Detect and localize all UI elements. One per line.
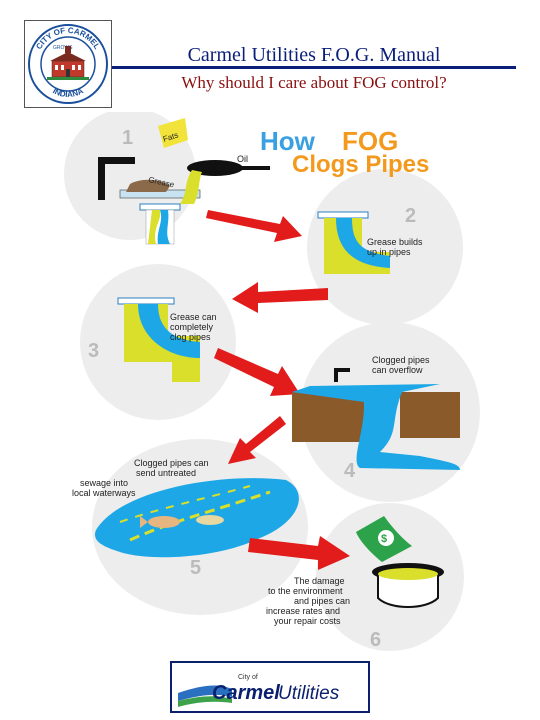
step3-number: 3 — [88, 340, 99, 362]
overflow-water — [292, 384, 460, 470]
logo-prefix: City of — [238, 674, 258, 681]
arrow-1-to-2 — [206, 210, 302, 242]
waterway — [95, 478, 299, 558]
logo-name-bold: Carmel — [212, 682, 280, 704]
step3-pipe-cap — [117, 297, 175, 305]
step2-number: 2 — [405, 205, 416, 227]
document-subtitle: Why should I care about FOG control? — [181, 73, 447, 92]
step4-wall-left — [292, 392, 364, 442]
step5-caption-line1: Clogged pipes can — [134, 458, 209, 468]
seal-bottom-text: INDIANA — [51, 86, 85, 99]
fats-block-icon — [158, 118, 188, 148]
step4-wall-right — [400, 392, 460, 438]
step3-caption-line1: Grease can — [170, 312, 217, 322]
city-seal: CITY OF CARMEL INDIANA GROWS — [24, 20, 112, 108]
title-divider — [112, 66, 516, 69]
step2-pipe-cap — [317, 211, 369, 219]
infographic-title-line2: Clogs Pipes — [292, 151, 429, 178]
step3-caption-line2: completely — [170, 322, 214, 332]
step1-number: 1 — [122, 127, 133, 149]
step5-caption-line3: sewage into — [80, 478, 128, 488]
step6-caption-line5: your repair costs — [274, 616, 341, 626]
step2-disc — [307, 169, 463, 325]
arrow-4-to-5 — [228, 416, 286, 464]
step5-number: 5 — [190, 557, 201, 579]
svg-text:$: $ — [381, 533, 387, 545]
step2-caption-line1: Grease builds — [367, 237, 423, 247]
grease-blob-icon — [126, 179, 170, 192]
step4-caption-line2: can overflow — [372, 365, 423, 375]
carmel-utilities-logo: City of Carmel Utilities — [170, 661, 370, 713]
step4-caption-line1: Clogged pipes — [372, 355, 430, 365]
seal-side-text: GROWS — [53, 45, 73, 51]
infographic-title-prefix: How — [260, 126, 316, 156]
logo-name-rest: Utilities — [278, 683, 340, 704]
svg-text:INDIANA: INDIANA — [51, 86, 85, 99]
fish-icon — [148, 516, 180, 528]
step6-caption-line1: The damage — [294, 576, 345, 586]
step2-caption-line2: up in pipes — [367, 247, 411, 257]
overflow-faucet-icon — [334, 368, 350, 382]
step1-label-oil: Oil — [237, 154, 248, 164]
step4-number: 4 — [344, 460, 356, 482]
step6-number: 6 — [370, 629, 381, 651]
step5-caption-line2: send untreated — [136, 468, 196, 478]
arrow-5-to-6 — [248, 536, 350, 570]
step6-caption-line4: increase rates and — [266, 606, 340, 616]
arrow-3-to-4 — [214, 348, 300, 396]
arrow-2-to-3 — [232, 282, 328, 313]
document-title: Carmel Utilities F.O.G. Manual — [187, 44, 441, 66]
infographic-title-fog: FOG — [342, 126, 398, 156]
fish-icon-2 — [196, 515, 224, 525]
logo-swoosh-green — [178, 696, 232, 707]
step6-caption-line2: to the environment — [268, 586, 343, 596]
logo-swoosh-blue — [178, 685, 232, 701]
step6-caption-line3: and pipes can — [294, 596, 350, 606]
step3-caption-line3: clog pipes — [170, 332, 211, 342]
faucet-icon — [98, 157, 135, 200]
step5-caption-line4: local waterways — [72, 488, 136, 498]
fog-infographic: How FOG Clogs Pipes 1 Fats Oil Grease 2 … — [60, 108, 480, 657]
